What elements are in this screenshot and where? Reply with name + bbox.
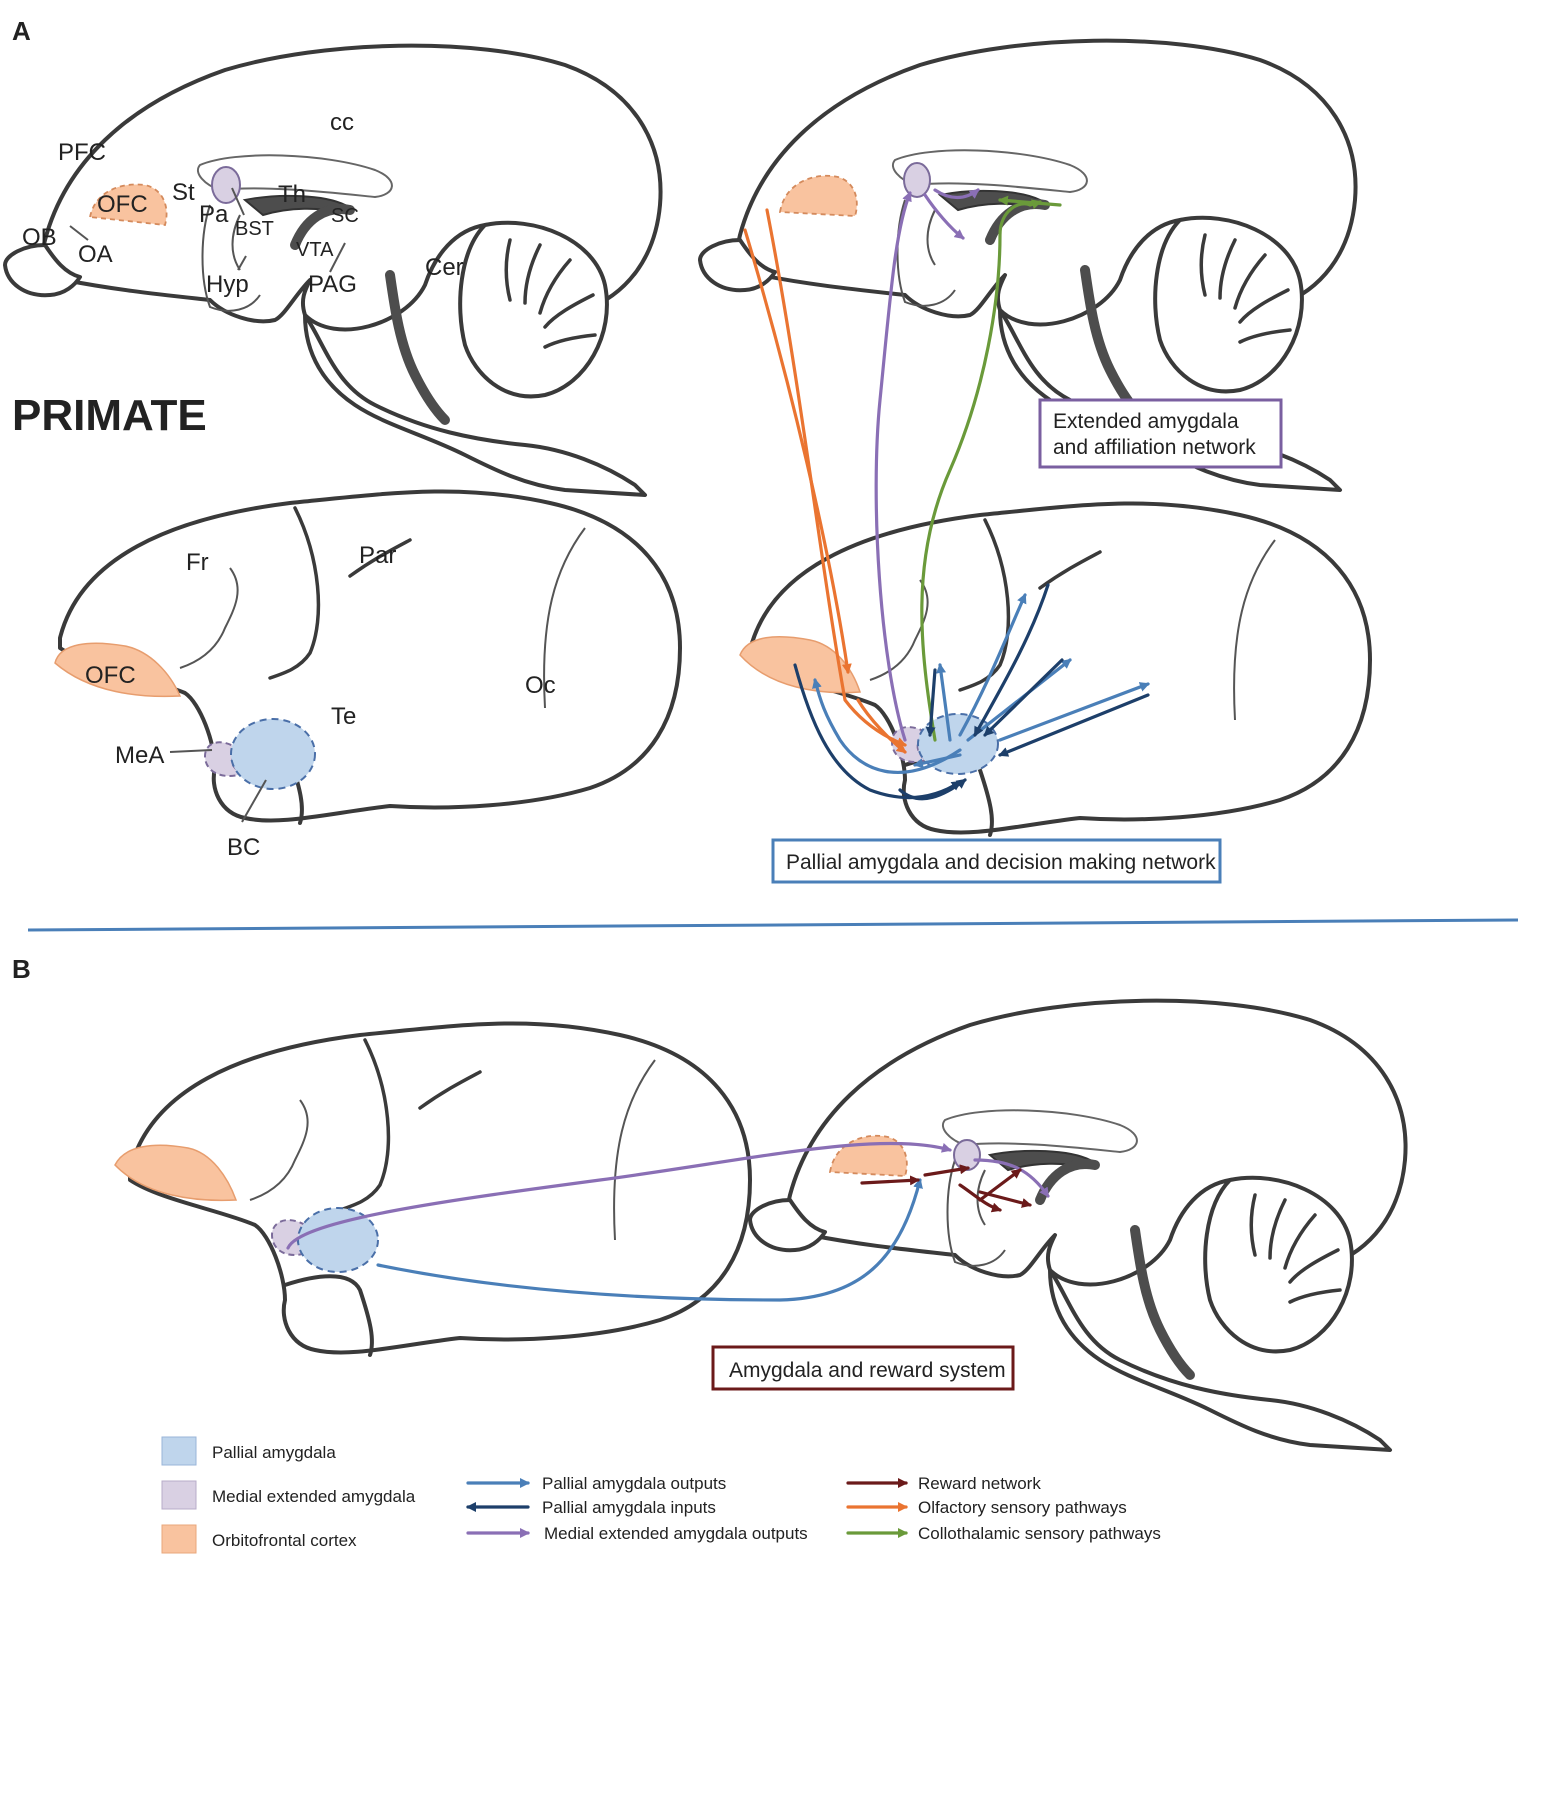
collothalamic-pathway [920,195,1062,742]
ofc-region-primate [54,642,182,698]
label-cc: cc [330,109,354,136]
reward-network-b [860,1164,1032,1213]
medial-extended-outputs-a [874,188,980,742]
extended-box-line2: and affiliation network [1053,436,1256,459]
label-st: St [172,179,195,206]
label-par: Par [359,542,396,569]
ofc-region [88,183,168,226]
medial-extended-amygdala-b [953,1139,981,1171]
species-label: PRIMATE [12,391,207,440]
legend-label-pallial-inputs: Pallial amygdala inputs [542,1498,716,1517]
primate-brain-b [114,1021,752,1357]
panel-a-label: A [12,16,31,46]
label-mea: MeA [115,742,164,769]
label-cer: Cer [425,254,464,281]
pallial-box-text: Pallial amygdala and decision making net… [786,851,1216,874]
primate-brain-labeled [54,489,682,825]
legend-label-collothalamic: Collothalamic sensory pathways [918,1524,1161,1543]
legend-label-ofc: Orbitofrontal cortex [212,1531,357,1550]
label-pfc: PFC [58,139,106,166]
primate-brain-network [739,501,1372,837]
pallial-decision-box: Pallial amygdala and decision making net… [771,838,1222,884]
label-fr: Fr [186,549,209,576]
label-oc: Oc [525,672,556,699]
label-vta: VTA [296,239,334,261]
ofc-region-right [778,174,858,217]
legend-label-medial-outputs: Medial extended amygdala outputs [544,1524,808,1543]
panel-divider [27,918,1519,932]
pallial-amygdala-primate [230,718,316,790]
label-pag: PAG [308,271,357,298]
legend-swatch-ofc [161,1524,197,1554]
legend-label-olfactory: Olfactory sensory pathways [918,1498,1127,1517]
legend: Pallial amygdala Medial extended amygdal… [161,1436,1161,1554]
legend-swatch-medial [161,1480,197,1510]
label-ofc-rodent: OFC [97,191,148,218]
label-bc: BC [227,834,260,861]
legend-label-pallial: Pallial amygdala [212,1443,336,1462]
leader-hyp [237,255,247,271]
label-te: Te [331,703,356,730]
leader-bc [241,779,267,823]
panel-b-label: B [12,954,31,984]
label-hyp: Hyp [206,271,249,298]
leader-pag [329,242,346,273]
label-sc: SC [331,205,359,227]
label-ofc-primate: OFC [85,662,136,689]
olfactory-pathways [743,208,907,754]
reward-system-box: Amygdala and reward system [711,1345,1015,1391]
legend-label-reward: Reward network [918,1474,1041,1493]
label-ob: OB [22,224,57,251]
pallial-inputs-a [793,583,1150,801]
extended-box-line1: Extended amygdala [1053,410,1239,433]
label-th: Th [278,181,306,208]
medial-extended-amygdala-right [903,162,931,198]
leader-oa [69,225,89,241]
medial-extended-amygdala-region [211,166,241,204]
legend-label-pallial-outputs: Pallial amygdala outputs [542,1474,726,1493]
rodent-brain-labeled [5,46,661,495]
leader-mea [169,749,213,753]
label-oa: OA [78,241,113,268]
leader-bst [231,187,245,216]
medial-extended-outputs-b [286,1141,1050,1250]
ofc-region-b [114,1144,238,1202]
legend-swatch-pallial [161,1436,197,1466]
reward-box-text: Amygdala and reward system [729,1359,1006,1382]
extended-amygdala-box: Extended amygdala and affiliation networ… [1038,398,1283,469]
rodent-brain-network [700,41,1356,490]
label-bst: BST [235,218,274,240]
legend-label-medial: Medial extended amygdala [212,1487,416,1506]
label-pa: Pa [199,201,229,228]
pallial-outputs-b [376,1178,923,1302]
